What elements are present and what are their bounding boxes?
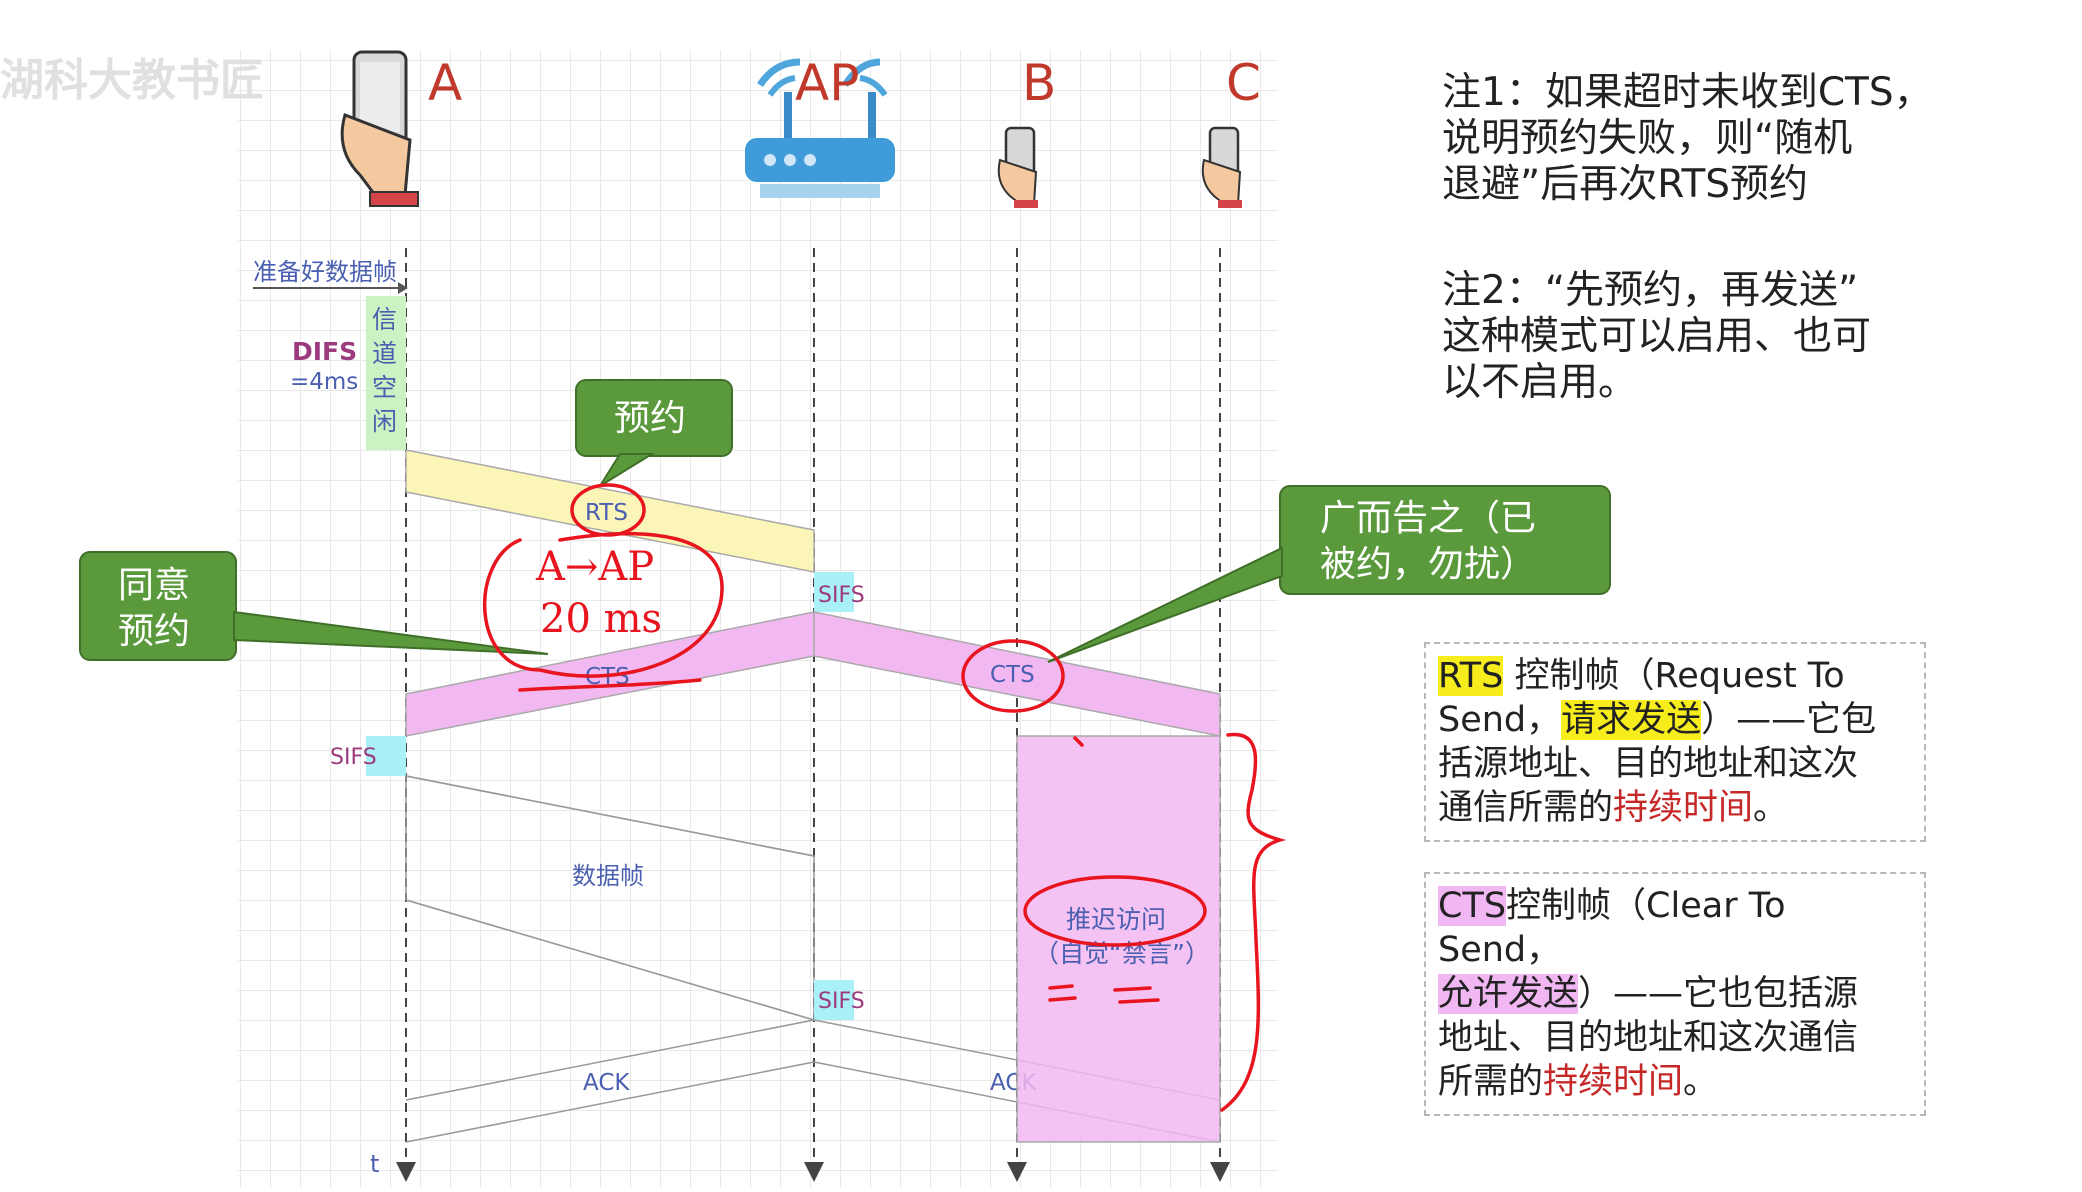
svg-text:广而告之（已: 广而告之（已 — [1320, 498, 1536, 539]
idle-char-2: 道 — [372, 339, 397, 368]
svg-text:被约，勿扰）: 被约，勿扰） — [1320, 544, 1536, 585]
svg-text:同意: 同意 — [118, 565, 190, 606]
data-frame-label: 数据帧 — [572, 862, 644, 890]
sifs-ap-1 — [814, 572, 854, 612]
difs-value: =4ms — [290, 369, 358, 395]
watermark: 湖科大教书匠 — [0, 55, 264, 106]
sifs-a-label: SIFS — [330, 745, 377, 770]
callout-agree: 同意 预约 — [79, 551, 549, 661]
callout-reserve: 预约 — [575, 379, 733, 487]
sifs-ap-1-label: SIFS — [818, 583, 865, 608]
station-b-label: B — [1022, 54, 1056, 112]
difs-idle-block — [366, 296, 406, 450]
idle-char-3: 空 — [372, 373, 397, 402]
idle-char-1: 信 — [372, 305, 397, 334]
station-c-label: C — [1226, 54, 1261, 112]
rts-definition-box: RTS 控制帧（Request To Send，请求发送）——它包 括源地址、目… — [1424, 642, 1926, 842]
rts-request-send: 请求发送 — [1561, 700, 1702, 740]
station-ap-label: AP — [795, 54, 859, 112]
ready-frame-label: 准备好数据帧 — [253, 258, 397, 286]
sifs-ap-2-label: SIFS — [818, 989, 865, 1014]
callout-broadcast: 广而告之（已 被约，勿扰） — [1047, 485, 1611, 663]
rts-frame-label: RTS — [585, 500, 628, 526]
rts-term: RTS — [1438, 656, 1504, 696]
cts-term: CTS — [1438, 886, 1507, 926]
handwriting-line2: 20 ms — [540, 596, 662, 642]
note-2: 注2：“先预约，再发送” 这种模式可以启用、也可 以不启用。 — [1442, 268, 1872, 405]
nav-defer-block — [1016, 735, 1221, 1143]
svg-text:预约: 预约 — [614, 398, 686, 439]
defer-access-label: 推迟访问 — [1066, 905, 1166, 934]
idle-char-4: 闲 — [372, 407, 397, 436]
sifs-a — [366, 736, 406, 776]
cts-duration: 持续时间 — [1543, 1062, 1684, 1102]
phone-a-icon — [340, 50, 419, 207]
red-ink-annotations — [483, 483, 1287, 1112]
phone-c-icon — [1201, 126, 1242, 208]
phone-b-icon — [997, 126, 1038, 208]
router-ap-icon — [745, 58, 895, 198]
time-axis-label: t — [370, 1150, 379, 1178]
ack-to-a-label: ACK — [583, 1070, 630, 1096]
handwriting-line1: A→AP — [535, 544, 654, 590]
rts-duration: 持续时间 — [1613, 788, 1754, 828]
cts-definition-box: CTS控制帧（Clear To Send， 允许发送）——它也包括源 地址、目的… — [1424, 872, 1926, 1116]
note-1: 注1：如果超时未收到CTS， 说明预约失败，则“随机 退避”后再次RTS预约 — [1442, 70, 1933, 207]
sifs-ap-2 — [814, 980, 854, 1020]
difs-label: DIFS — [292, 337, 357, 366]
station-a-label: A — [428, 54, 462, 112]
svg-text:预约: 预约 — [118, 611, 190, 652]
cts-to-b-label: CTS — [990, 662, 1035, 688]
cts-clear-send: 允许发送 — [1438, 974, 1579, 1014]
